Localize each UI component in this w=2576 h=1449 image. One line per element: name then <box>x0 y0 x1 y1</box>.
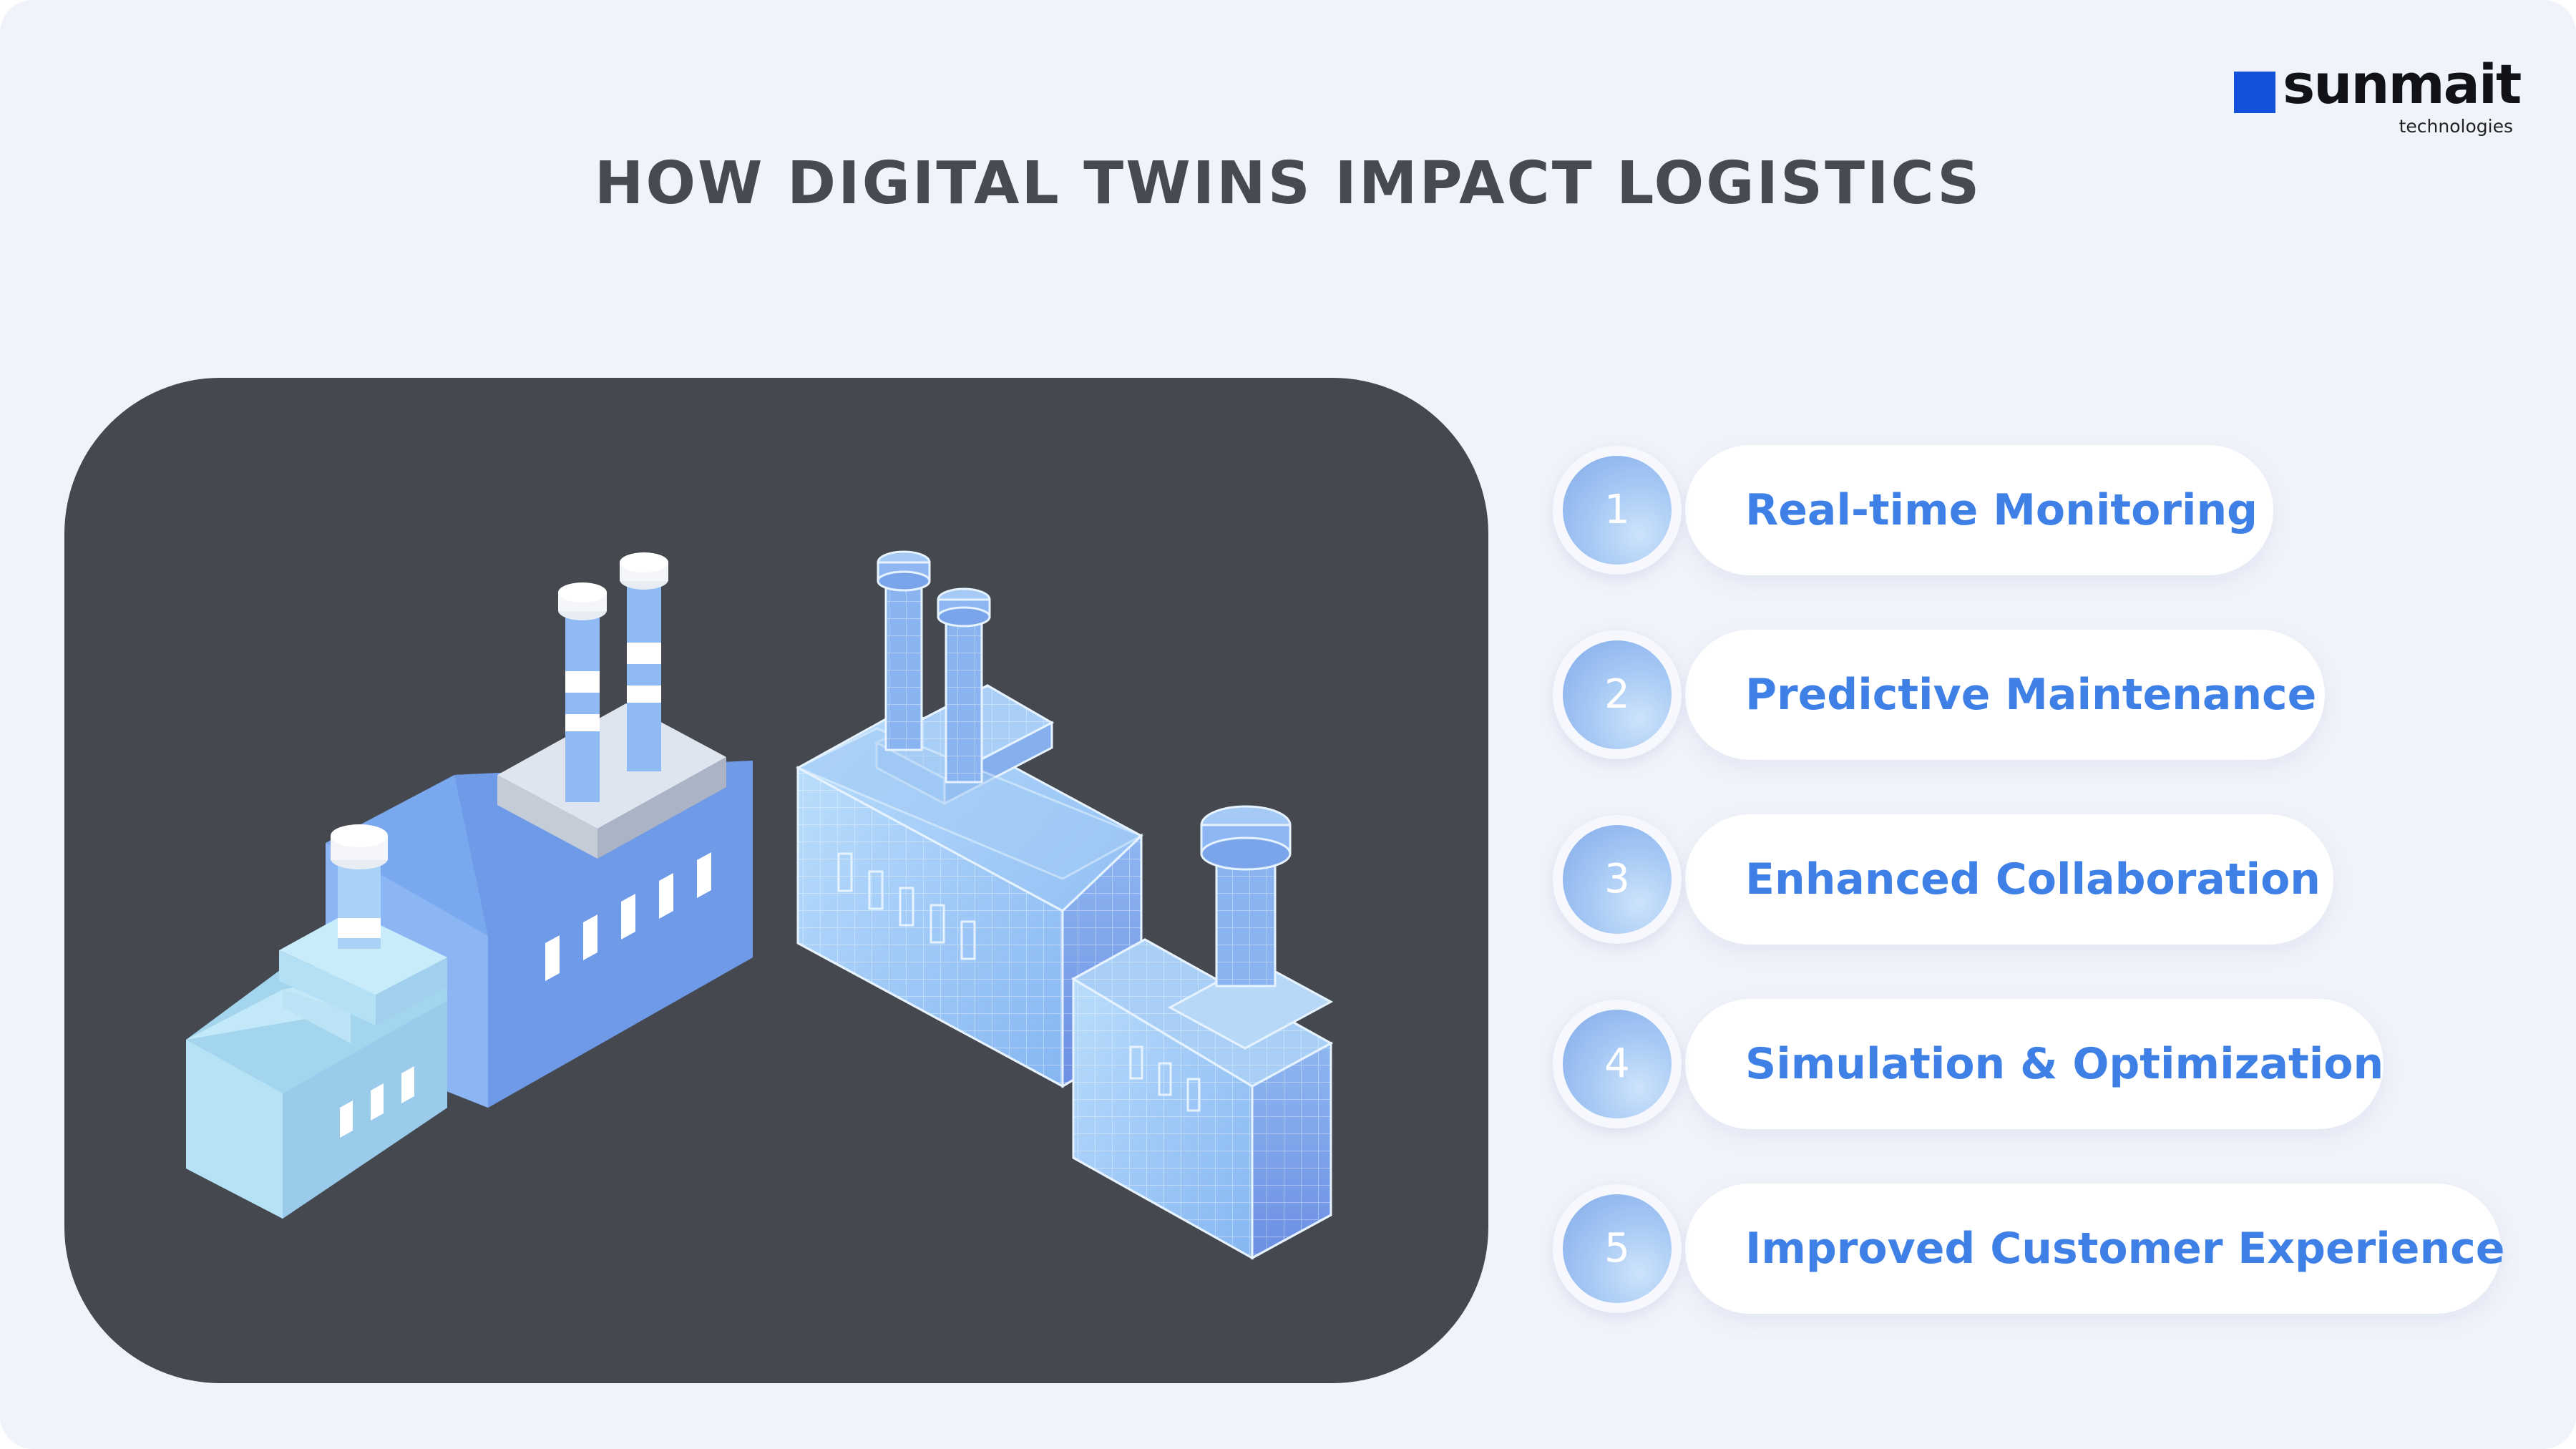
number-badge: 5 <box>1553 1184 1682 1313</box>
badge-number: 3 <box>1604 856 1630 902</box>
item-label: Simulation & Optimization <box>1745 1039 2384 1089</box>
item-label: Improved Customer Experience <box>1745 1224 2505 1274</box>
page-title: HOW DIGITAL TWINS IMPACT LOGISTICS <box>594 150 1982 218</box>
digital-twin-factory <box>795 550 1334 1260</box>
list-item: Improved Customer Experience <box>1685 1184 2505 1314</box>
item-label: Enhanced Collaboration <box>1745 854 2321 904</box>
number-badge: 2 <box>1553 630 1682 759</box>
logo-tagline: technologies <box>2399 116 2513 137</box>
badge-number: 5 <box>1604 1225 1630 1272</box>
item-label: Predictive Maintenance <box>1745 670 2317 720</box>
logo-wordmark: sunmait <box>2283 52 2522 116</box>
number-badge: 3 <box>1553 815 1682 944</box>
brand-logo: sunmait technologies <box>2234 57 2522 145</box>
factory-illustration <box>186 550 1334 1260</box>
number-badge: 1 <box>1553 446 1682 575</box>
logo-square-icon <box>2234 72 2275 113</box>
solid-factory <box>186 552 753 1219</box>
item-label: Real-time Monitoring <box>1745 485 2258 535</box>
badge-number: 2 <box>1604 671 1630 718</box>
badge-number: 1 <box>1604 487 1630 533</box>
list-item: Real-time Monitoring <box>1685 445 2273 575</box>
badge-number: 4 <box>1604 1040 1630 1087</box>
number-badge: 4 <box>1553 1000 1682 1128</box>
list-item: Predictive Maintenance <box>1685 630 2325 760</box>
list-item: Enhanced Collaboration <box>1685 814 2333 945</box>
list-item: Simulation & Optimization <box>1685 999 2384 1129</box>
illustration-panel <box>64 378 1488 1383</box>
